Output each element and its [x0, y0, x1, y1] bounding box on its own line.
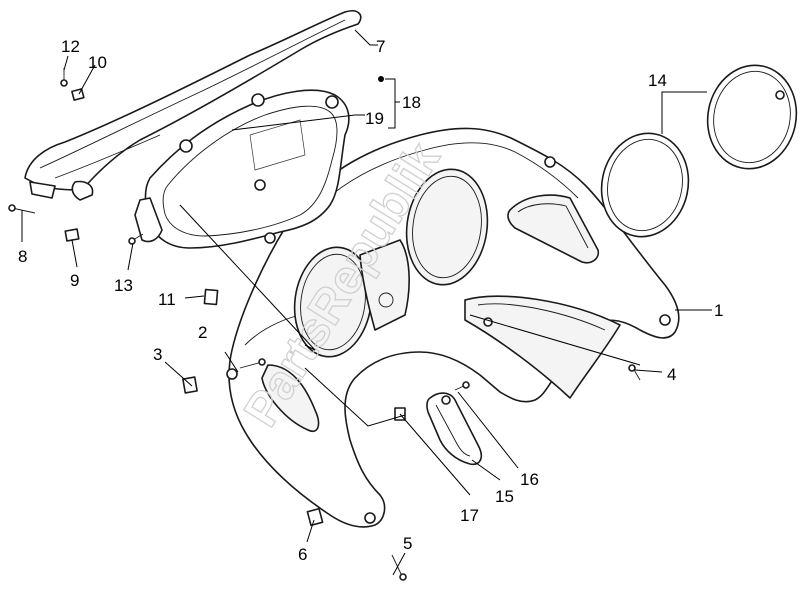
callout-3: 3 [153, 345, 162, 364]
callout-12: 12 [61, 37, 80, 56]
callout-1: 1 [714, 301, 723, 320]
callout-13: 13 [114, 276, 133, 295]
callout-11: 11 [158, 290, 176, 309]
callout-10: 10 [88, 53, 107, 72]
part-1-dashboard-shield [226, 127, 680, 528]
part-15-cover-flap [426, 392, 482, 466]
leader-lines [21, 29, 712, 576]
callout-16: 16 [520, 470, 539, 489]
callout-19: 19 [365, 109, 384, 128]
callout-15: 15 [495, 487, 514, 506]
callout-2: 2 [198, 323, 207, 342]
callout-17: 17 [460, 506, 479, 525]
callout-4: 4 [667, 365, 676, 384]
callout-9: 9 [70, 271, 79, 290]
callout-6: 6 [298, 545, 307, 564]
callout-8: 8 [18, 247, 27, 266]
callout-14: 14 [648, 71, 667, 90]
callout-labels: 1 2 3 4 5 6 7 8 9 10 11 12 13 14 15 16 1… [18, 37, 723, 564]
callout-18: 18 [402, 93, 421, 112]
callout-5: 5 [403, 534, 412, 553]
part-7-upper-visor [24, 10, 362, 201]
part-19-instrument-cluster [134, 89, 350, 249]
part-14-gauge-rings [600, 64, 798, 238]
callout-7: 7 [376, 37, 385, 56]
